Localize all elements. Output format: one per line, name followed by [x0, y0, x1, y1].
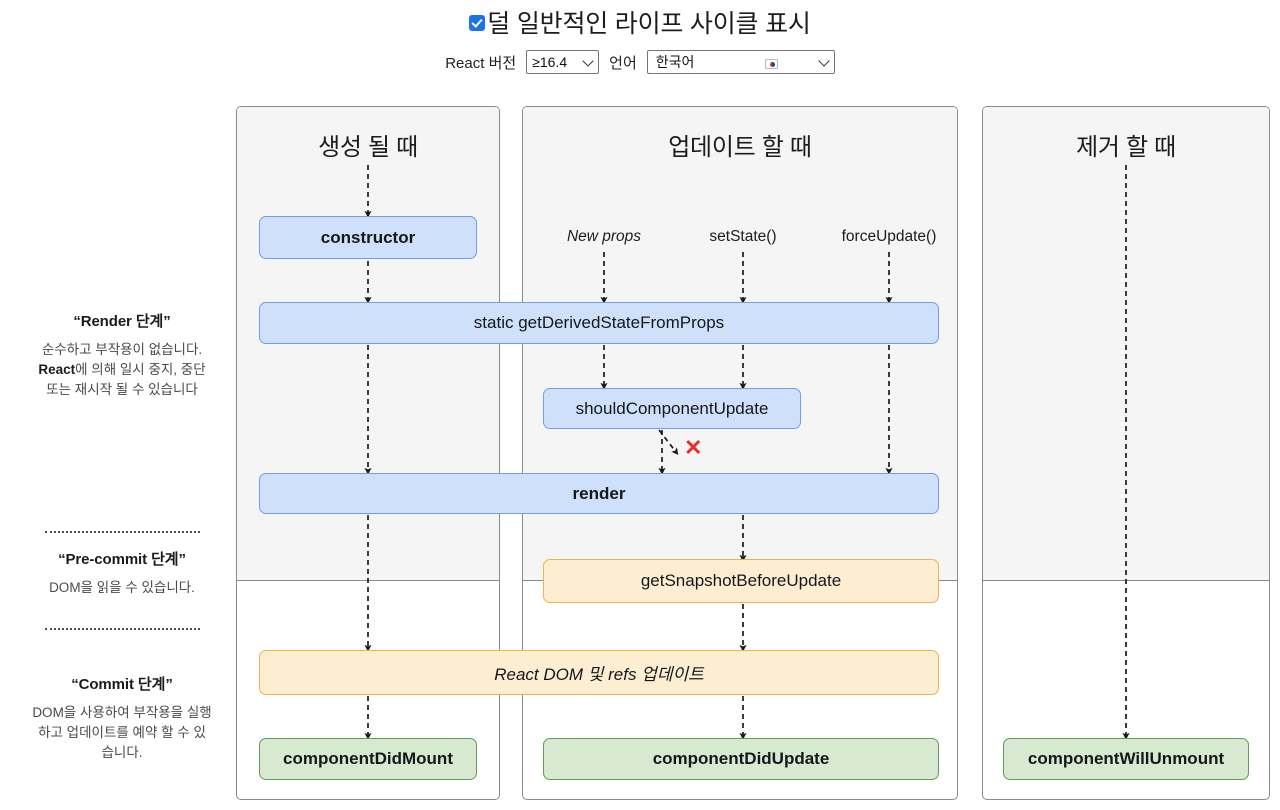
legend-precommit-phase-body: DOM을 읽을 수 있습니다. — [49, 580, 195, 595]
lifecycle-box-should-component-update[interactable]: shouldComponentUpdate — [543, 388, 801, 429]
legend-commit-phase-title: “Commit 단계” — [71, 676, 173, 693]
language-select[interactable]: 한국어 — [646, 50, 835, 74]
legend-commit-phase: “Commit 단계” DOM을 사용하여 부작용을 실행하고 업데이트를 예약… — [10, 673, 234, 763]
legend-render-phase-body: 순수하고 부작용이 없습니다. React에 의해 일시 중지, 중단 또는 재… — [10, 340, 234, 400]
panel-updating-heading: 업데이트 할 때 — [668, 134, 812, 161]
show-less-common-lifecycles-label: 덜 일반적인 라이프 사이클 표시 — [487, 10, 811, 38]
trigger-set-state: setState() — [709, 228, 777, 245]
panel-unmounting-render-region — [983, 107, 1269, 581]
lifecycle-box-get-snapshot-before-update[interactable]: getSnapshotBeforeUpdate — [543, 559, 939, 603]
lifecycle-box-get-derived-state-from-props[interactable]: static getDerivedStateFromProps — [259, 302, 939, 344]
legend-render-phase-title: “Render 단계” — [73, 313, 171, 330]
legend-precommit-phase-title: “Pre-commit 단계” — [58, 551, 186, 568]
kr-flag-icon — [765, 55, 782, 73]
legend-commit-phase-body: DOM을 사용하여 부작용을 실행하고 업데이트를 예약 할 수 있습니다. — [32, 705, 212, 760]
legend-divider-bottom — [45, 628, 200, 630]
lifecycle-box-component-did-update[interactable]: componentDidUpdate — [543, 738, 939, 780]
react-version-select[interactable]: ≥16.4 — [526, 50, 600, 74]
panel-updating: 업데이트 할 때 — [522, 106, 958, 800]
legend-render-phase: “Render 단계” 순수하고 부작용이 없습니다. React에 의해 일시… — [10, 310, 234, 400]
legend-render-body-strong: React — [38, 361, 76, 377]
show-less-common-lifecycles-checkbox[interactable] — [469, 15, 486, 31]
react-version-label: React 버전 — [445, 54, 517, 72]
panel-mounting: 생성 될 때 — [236, 106, 500, 800]
skip-render-x-icon: ✕ — [684, 435, 703, 460]
language-label: 언어 — [609, 54, 637, 72]
react-version-select-wrap: ≥16.4 — [526, 50, 600, 74]
trigger-force-update: forceUpdate() — [841, 228, 937, 245]
lifecycle-box-component-will-unmount[interactable]: componentWillUnmount — [1003, 738, 1249, 780]
legend-render-body-suffix: 에 의해 일시 중지, 중단 또는 재시작 될 수 있습니다 — [46, 361, 206, 397]
panel-mounting-heading: 생성 될 때 — [318, 134, 418, 161]
show-less-common-toggle-row: 덜 일반적인 라이프 사이클 표시 — [0, 4, 1280, 40]
lifecycle-box-constructor[interactable]: constructor — [259, 216, 477, 259]
diagram-controls-row: React 버전 ≥16.4 언어 한국어 — [0, 50, 1280, 74]
language-select-wrap: 한국어 — [646, 50, 835, 74]
trigger-new-props: New props — [566, 228, 642, 245]
lifecycle-box-render[interactable]: render — [259, 473, 939, 514]
lifecycle-box-component-did-mount[interactable]: componentDidMount — [259, 738, 477, 780]
legend-divider-top — [45, 531, 200, 533]
legend-render-body-prefix: 순수하고 부작용이 없습니다. — [41, 342, 203, 357]
lifecycle-box-react-dom-refs-update[interactable]: React DOM 및 refs 업데이트 — [259, 650, 939, 695]
panel-unmounting-heading: 제거 할 때 — [1076, 134, 1176, 161]
phase-legend: “Render 단계” 순수하고 부작용이 없습니다. React에 의해 일시… — [10, 0, 234, 810]
panel-unmounting: 제거 할 때 — [982, 106, 1270, 800]
legend-precommit-phase: “Pre-commit 단계” DOM을 읽을 수 있습니다. — [10, 548, 234, 598]
